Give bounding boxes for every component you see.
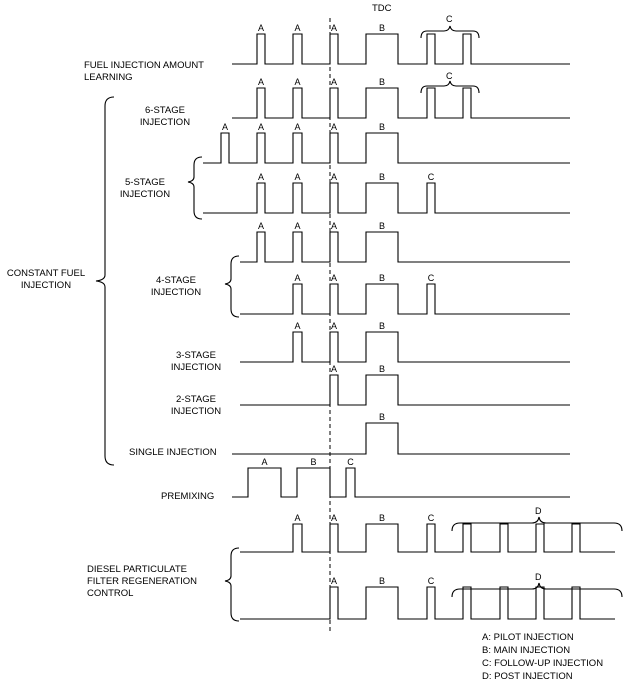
- legend-item-c: C: FOLLOW-UP INJECTION: [482, 658, 603, 669]
- pulse-label-premixing: A: [261, 457, 267, 467]
- pulse-label-six-stage: A: [294, 77, 300, 87]
- pulse-label-six-stage: A: [331, 77, 337, 87]
- tdc-label: TDC: [372, 3, 392, 14]
- pulse-label-premixing: B: [310, 457, 316, 467]
- pulse-label-dpf-top: B: [379, 513, 385, 523]
- pulse-label-three-stage: A: [331, 321, 337, 331]
- pulse-label-five-stage-bottom: C: [428, 172, 435, 182]
- pulse-label-four-stage-bottom: A: [331, 273, 337, 283]
- pulse-label-five-stage-bottom: A: [331, 172, 337, 182]
- legend-item-d: D: POST INJECTION: [482, 671, 573, 682]
- pulse-label-two-stage: B: [379, 364, 385, 374]
- pulse-labels: A A A B A A A B A A A A B A A A B C A A A B A A B C A A B A B B A B C A A B C A…: [222, 23, 435, 586]
- brace-c-row1: [420, 25, 480, 39]
- pulse-label-two-stage: A: [331, 364, 337, 374]
- brace-c-row2: [420, 80, 480, 94]
- pulse-label-learning: A: [331, 23, 337, 33]
- pulse-label-dpf-bottom: C: [428, 576, 435, 586]
- pulse-label-four-stage-top: A: [331, 221, 337, 231]
- pulse-label-dpf-top: A: [294, 513, 300, 523]
- pulse-label-four-stage-bottom: C: [428, 273, 435, 283]
- pulse-label-premixing: C: [347, 457, 354, 467]
- waveform-single: [232, 422, 570, 455]
- pulse-label-dpf-bottom: B: [379, 576, 385, 586]
- pulse-label-single: B: [379, 412, 385, 422]
- pulse-label-learning: A: [294, 23, 300, 33]
- waveform-dpf-bottom: [240, 586, 615, 620]
- pulse-label-four-stage-top: A: [294, 221, 300, 231]
- brace-d-row2: [451, 582, 623, 598]
- pulse-label-four-stage-top: A: [258, 221, 264, 231]
- pulse-label-five-stage-bottom: A: [258, 172, 264, 182]
- legend: A: PILOT INJECTION B: MAIN INJECTION C: …: [482, 632, 603, 682]
- label-c-group-2: C: [446, 71, 453, 81]
- waveform-learning: [232, 33, 570, 65]
- pulse-label-three-stage: B: [379, 321, 385, 331]
- brace-five-stage: [187, 156, 203, 220]
- brace-dpf: [224, 547, 240, 622]
- pulse-label-six-stage: A: [258, 77, 264, 87]
- label-d-group-1: D: [535, 506, 542, 516]
- pulse-label-dpf-top: C: [428, 513, 435, 523]
- pulse-label-dpf-top: A: [331, 513, 337, 523]
- waveform-three-stage: [240, 331, 570, 363]
- waveform-premixing: [232, 467, 570, 498]
- waveform-five-stage-top: [203, 132, 570, 164]
- pulse-label-five-stage-top: A: [258, 122, 264, 132]
- label-c-group-1: C: [446, 14, 453, 24]
- pulse-label-four-stage-top: B: [379, 221, 385, 231]
- pulse-label-three-stage: A: [294, 321, 300, 331]
- pulse-label-five-stage-top: A: [294, 122, 300, 132]
- pulse-label-five-stage-bottom: B: [379, 172, 385, 182]
- waveform-four-stage-top: [240, 231, 570, 263]
- waveform-six-stage: [232, 87, 570, 119]
- pulse-label-five-stage-bottom: A: [294, 172, 300, 182]
- label-single: SINGLE INJECTION: [129, 447, 217, 458]
- brace-d-row1: [451, 516, 623, 532]
- waveform-dpf-top: [240, 523, 615, 553]
- pulse-label-learning: A: [258, 23, 264, 33]
- waveforms: [203, 33, 615, 620]
- pulse-label-dpf-bottom: A: [331, 576, 337, 586]
- legend-item-a: A: PILOT INJECTION: [482, 632, 574, 643]
- waveform-five-stage-bottom: [203, 182, 570, 214]
- label-premixing: PREMIXING: [161, 491, 214, 502]
- pulse-label-four-stage-bottom: B: [379, 273, 385, 283]
- waveform-four-stage-bottom: [240, 283, 570, 315]
- pulse-label-five-stage-top: B: [379, 122, 385, 132]
- pulse-label-four-stage-bottom: A: [294, 273, 300, 283]
- brace-four-stage: [224, 255, 240, 318]
- brace-constant-fuel: [95, 96, 115, 466]
- pulse-label-five-stage-top: A: [222, 122, 228, 132]
- label-d-group-2: D: [535, 572, 542, 582]
- pulse-label-six-stage: B: [379, 77, 385, 87]
- pulse-label-five-stage-top: A: [331, 122, 337, 132]
- legend-item-b: B: MAIN INJECTION: [482, 645, 570, 656]
- pulse-label-learning: B: [379, 23, 385, 33]
- waveform-two-stage: [240, 374, 570, 406]
